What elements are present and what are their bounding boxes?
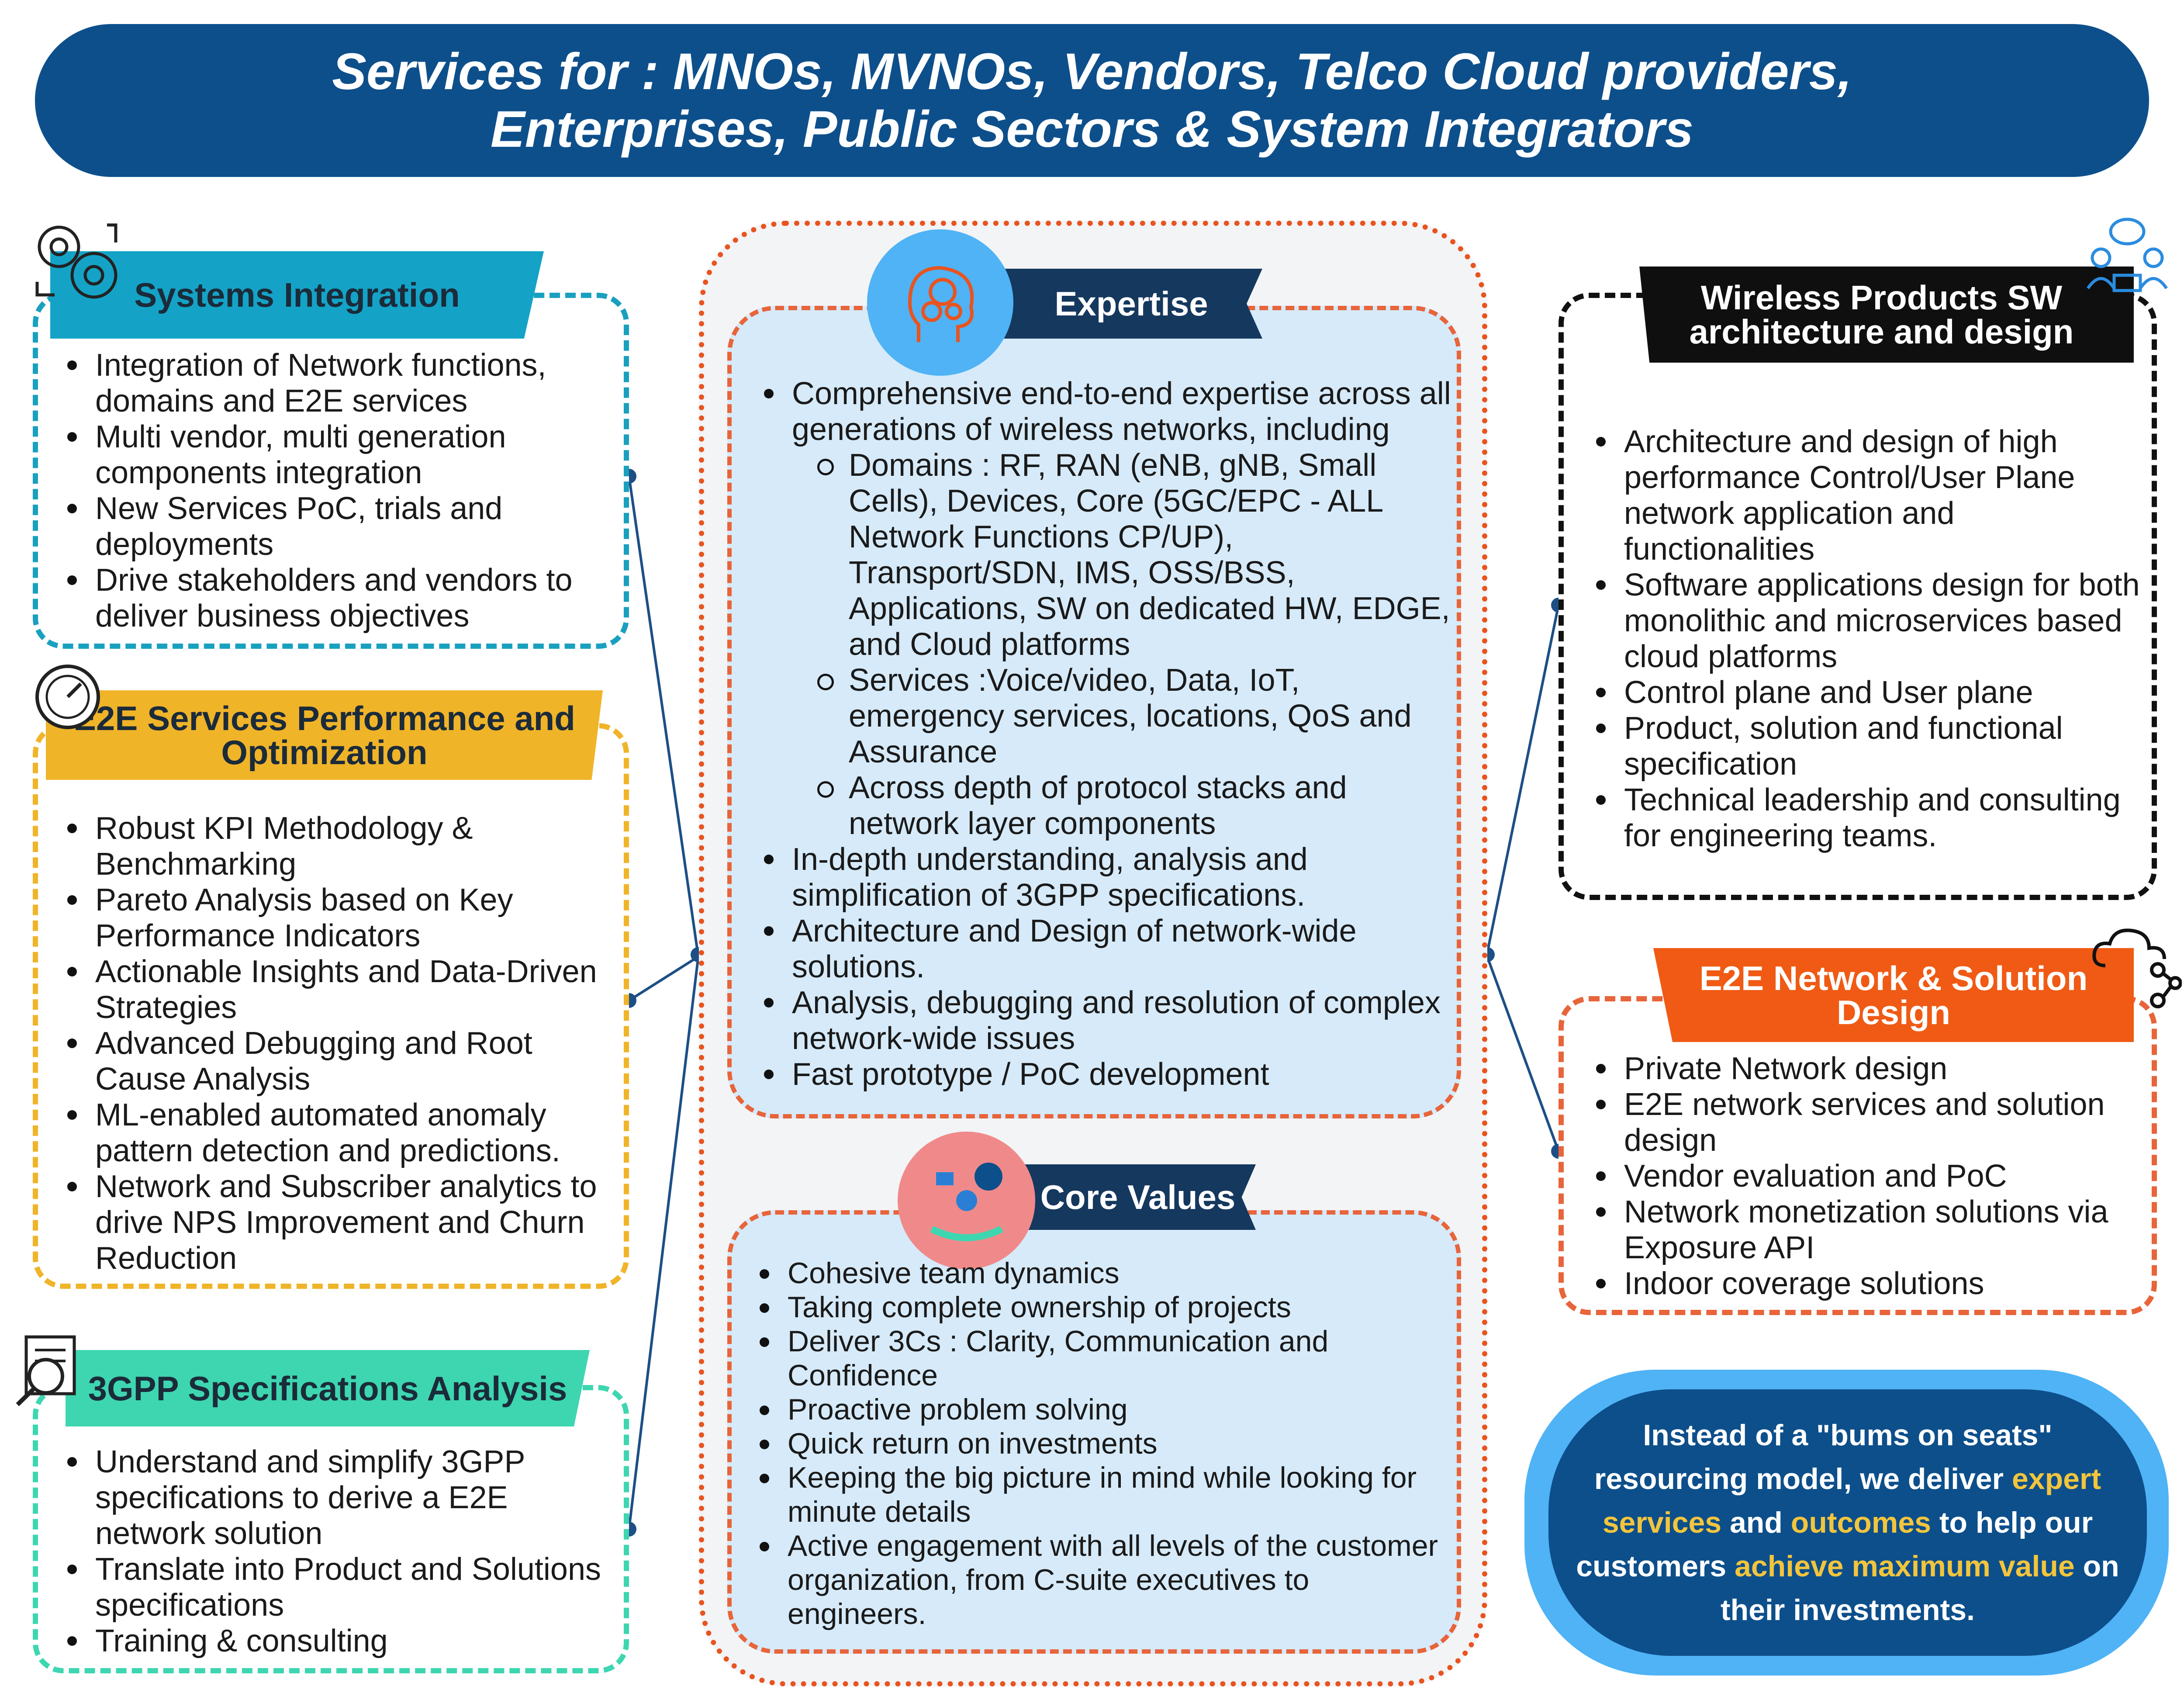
list-item: Actionable Insights and Data-Driven Stra… (61, 954, 620, 1025)
list-item: Domains : RF, RAN (eNB, gNB, Small Cells… (792, 447, 1457, 662)
network-design-list: Private Network design E2E network servi… (1590, 1051, 2153, 1302)
wireless-products-box (1559, 293, 2157, 900)
list-item: Product, solution and functional specifi… (1590, 710, 2153, 782)
spec-analysis-list: Understand and simplify 3GPP specificati… (61, 1444, 625, 1659)
expertise-sublist: Domains : RF, RAN (eNB, gNB, Small Cells… (792, 447, 1457, 841)
list-item: Pareto Analysis based on Key Performance… (61, 882, 620, 954)
list-item: Active engagement with all levels of the… (753, 1529, 1448, 1631)
list-item: Training & consulting (61, 1623, 625, 1659)
list-item: Keeping the big picture in mind while lo… (753, 1461, 1448, 1529)
spec-analysis-title: 3GPP Specifications Analysis (66, 1350, 590, 1426)
list-item: Architecture and Design of network-wide … (758, 913, 1457, 985)
list-item: Services :Voice/video, Data, IoT, emerge… (792, 662, 1457, 770)
gears-cycle-icon (28, 216, 129, 304)
core-values-title: Core Values (1020, 1164, 1256, 1230)
e2e-performance-list: Robust KPI Methodology & Benchmarking Pa… (61, 810, 620, 1276)
header-banner: Services for : MNOs, MVNOs, Vendors, Tel… (35, 24, 2149, 177)
statement-pill: Instead of a "bums on seats" resourcing … (1548, 1389, 2147, 1656)
systems-integration-list: Integration of Network functions, domain… (61, 347, 616, 634)
e2e-performance-title: E2E Services Performance and Optimizatio… (46, 690, 603, 780)
highlight-text: outcomes (1790, 1506, 1931, 1539)
list-item: Private Network design (1590, 1051, 2153, 1087)
chat-people-icon (2084, 214, 2171, 297)
document-magnifier-icon (9, 1328, 90, 1409)
wireless-products-title: Wireless Products SW architecture and de… (1639, 267, 2134, 363)
list-item: Network and Subscriber analytics to driv… (61, 1169, 620, 1276)
list-item: Control plane and User plane (1590, 675, 2153, 710)
list-item: ML-enabled automated anomaly pattern det… (61, 1097, 620, 1169)
core-values-box (727, 1210, 1461, 1654)
list-item: Comprehensive end-to-end expertise acros… (758, 376, 1457, 841)
list-item: Technical leadership and consulting for … (1590, 782, 2153, 854)
list-item: Translate into Product and Solutions spe… (61, 1551, 625, 1623)
systems-integration-title: Systems Integration (50, 251, 544, 339)
list-item: Vendor evaluation and PoC (1590, 1158, 2153, 1194)
list-item: Robust KPI Methodology & Benchmarking (61, 810, 620, 882)
network-design-title: E2E Network & Solution Design (1653, 948, 2134, 1042)
list-item: Drive stakeholders and vendors to delive… (61, 562, 616, 634)
list-item: Cohesive team dynamics (753, 1256, 1448, 1290)
list-item: Quick return on investments (753, 1426, 1448, 1461)
list-item: Taking complete ownership of projects (753, 1290, 1448, 1324)
list-item: Advanced Debugging and Root Cause Analys… (61, 1025, 620, 1097)
list-item: Proactive problem solving (753, 1392, 1448, 1426)
cloud-share-icon (2088, 922, 2182, 1009)
highlight-text: expert services (1602, 1462, 2101, 1539)
list-item: Understand and simplify 3GPP specificati… (61, 1444, 625, 1551)
network-design-box (1559, 996, 2157, 1315)
highlight-text: achieve maximum value (1735, 1550, 2075, 1583)
speedometer-icon (31, 660, 105, 734)
list-item: Architecture and design of high performa… (1590, 424, 2153, 567)
list-item: Indoor coverage solutions (1590, 1266, 2153, 1302)
expertise-list: Comprehensive end-to-end expertise acros… (758, 376, 1457, 1092)
expertise-box (727, 306, 1461, 1118)
list-item: Across depth of protocol stacks and netw… (792, 770, 1457, 841)
header-line-1: Services for : MNOs, MVNOs, Vendors, Tel… (332, 43, 1852, 100)
list-item: E2E network services and solution design (1590, 1087, 2153, 1158)
list-item: Analysis, debugging and resolution of co… (758, 985, 1457, 1056)
e2e-performance-box (33, 723, 629, 1289)
list-item: In-depth understanding, analysis and sim… (758, 841, 1457, 913)
list-item: Network monetization solutions via Expos… (1590, 1194, 2153, 1266)
core-values-list: Cohesive team dynamics Taking complete o… (753, 1256, 1448, 1631)
expertise-title: Expertise (1000, 269, 1262, 339)
list-item: Integration of Network functions, domain… (61, 347, 616, 419)
list-item: New Services PoC, trials and deployments (61, 491, 616, 562)
head-gears-icon (867, 229, 1013, 376)
header-line-2: Enterprises, Public Sectors & System Int… (490, 100, 1694, 158)
wireless-products-list: Architecture and design of high performa… (1590, 424, 2153, 854)
statement-text: Instead of a "bums on seats" resourcing … (1576, 1419, 2119, 1627)
list-item: Fast prototype / PoC development (758, 1056, 1457, 1092)
hands-gears-icon (898, 1132, 1035, 1269)
list-item: Software applications design for both mo… (1590, 567, 2153, 675)
list-item: Deliver 3Cs : Clarity, Communication and… (753, 1324, 1448, 1392)
list-item: Multi vendor, multi generation component… (61, 419, 616, 491)
